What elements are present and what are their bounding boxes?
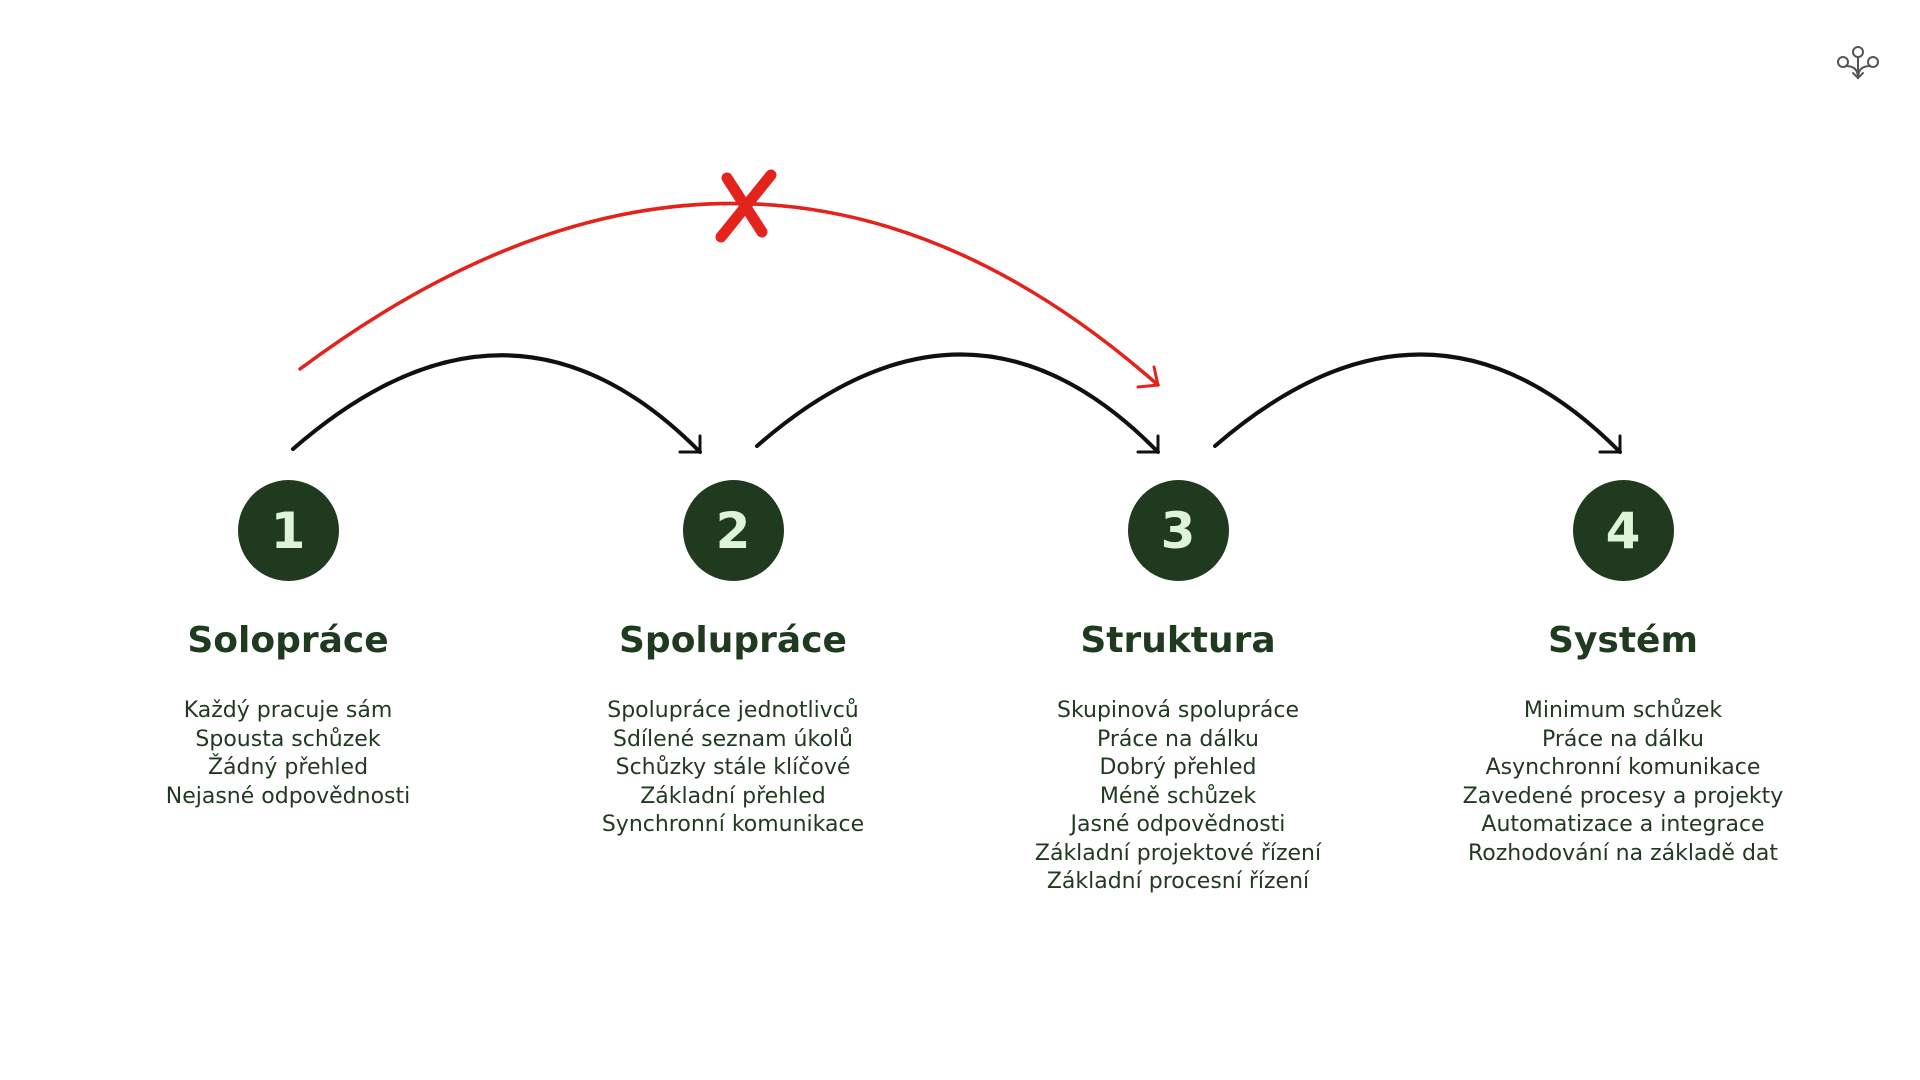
stage-items: Spolupráce jednotlivců Sdílené seznam úk… [513,697,953,840]
list-item: Práce na dálku [1096,726,1259,752]
list-item: Zavedené procesy a projekty [1462,783,1784,809]
list-item: Práce na dálku [1541,726,1704,752]
list-item: Schůzky stále klíčové [615,755,851,780]
stage-title: Struktura [1080,620,1276,661]
list-item: Méně schůzek [1099,783,1257,809]
stage-2: 2 Spolupráce Spolupráce jednotlivců Sdíl… [513,480,953,840]
list-item: Spousta schůzek [195,726,381,752]
list-item: Dobrý přehled [1099,755,1257,780]
stage-number-badge: 3 [1127,480,1229,581]
list-item: Základní přehled [640,783,826,809]
stage-title: Spolupráce [619,620,847,661]
arrow-1-to-2 [291,353,702,454]
list-item: Nejasné odpovědnosti [165,783,411,809]
stage-number-badge: 4 [1572,480,1674,581]
branch-logo-icon [1837,46,1879,80]
list-item: Synchronní komunikace [601,812,865,837]
arrow-2-to-3 [755,352,1160,454]
list-item: Spolupráce jednotlivců [607,698,859,723]
stage-items: Každý pracuje sám Spousta schůzek Žádný … [68,697,508,811]
stage-items: Minimum schůzek Práce na dálku Asynchron… [1403,697,1843,868]
cross-icon [715,169,777,243]
list-item: Asynchronní komunikace [1485,755,1761,780]
list-item: Rozhodování na základě dat [1467,840,1779,866]
stage-4: 4 Systém Minimum schůzek Práce na dálku … [1403,480,1843,868]
list-item: Základní projektové řízení [1034,840,1322,866]
stage-3: 3 Struktura Skupinová spolupráce Práce n… [958,480,1398,897]
stage-title: Systém [1548,620,1698,661]
list-item: Sdílené seznam úkolů [613,726,853,752]
list-item: Základní procesní řízení [1046,869,1310,894]
stage-title: Solopráce [187,620,389,661]
list-item: Minimum schůzek [1523,698,1723,723]
list-item: Jasné odpovědnosti [1070,812,1286,837]
arrow-3-to-4 [1213,352,1622,454]
list-item: Automatizace a integrace [1481,812,1765,837]
stage-number-badge: 2 [682,480,784,581]
list-item: Žádný přehled [207,755,369,780]
stage-items: Skupinová spolupráce Práce na dálku Dobr… [958,697,1398,897]
list-item: Skupinová spolupráce [1056,698,1299,723]
stage-1: 1 Solopráce Každý pracuje sám Spousta sc… [68,480,508,811]
stage-number-badge: 1 [237,480,339,581]
list-item: Každý pracuje sám [183,698,393,723]
